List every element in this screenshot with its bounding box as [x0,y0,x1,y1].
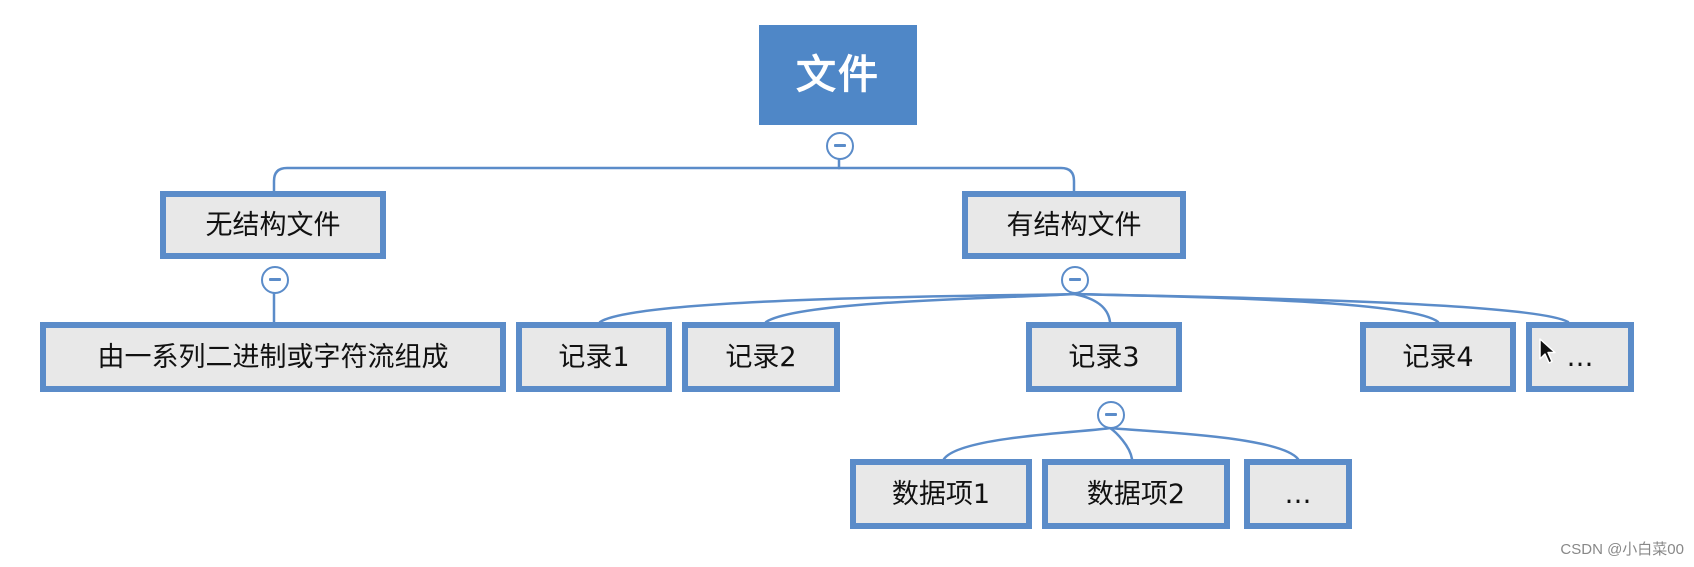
node-unstructured-file[interactable]: 无结构文件 [160,191,386,259]
node-root[interactable]: 文件 [759,25,917,125]
node-data-item-2[interactable]: 数据项2 [1042,459,1230,529]
node-unstructured-file-label: 无结构文件 [205,209,341,241]
node-record-1-label: 记录1 [558,341,630,373]
edge-structured-record3 [1072,292,1112,324]
node-structured-file-label: 有结构文件 [1006,209,1142,241]
edge-record3-item1 [942,426,1112,461]
collapse-minus-icon[interactable] [1061,266,1089,294]
collapse-minus-icon[interactable] [261,266,289,294]
node-data-item-more-label: … [1284,478,1312,510]
edge-root-structured [837,166,1076,193]
node-record-4[interactable]: 记录4 [1360,322,1516,392]
node-structured-file[interactable]: 有结构文件 [962,191,1186,259]
node-record-1[interactable]: 记录1 [516,322,672,392]
collapse-minus-icon[interactable] [1097,401,1125,429]
node-binary-stream-label: 由一系列二进制或字符流组成 [97,341,449,373]
node-record-2-label: 记录2 [725,341,797,373]
edge-structured-record5 [1072,292,1570,324]
collapse-minus-icon[interactable] [826,132,854,160]
edge-record3-item3 [1108,426,1300,461]
edge-root-unstructured [272,166,841,193]
node-record-3-label: 记录3 [1068,341,1140,373]
watermark: CSDN @小白菜00 [1560,541,1684,558]
node-data-item-1-label: 数据项1 [891,478,991,510]
node-data-item-2-label: 数据项2 [1086,478,1186,510]
node-record-3[interactable]: 记录3 [1026,322,1182,392]
edge-structured-record2 [764,292,1076,324]
node-record-4-label: 记录4 [1402,341,1474,373]
node-record-2[interactable]: 记录2 [682,322,840,392]
node-data-item-1[interactable]: 数据项1 [850,459,1032,529]
mouse-pointer-icon [1539,338,1556,364]
node-binary-stream[interactable]: 由一系列二进制或字符流组成 [40,322,506,392]
node-record-more[interactable]: … [1526,322,1634,392]
node-root-label: 文件 [796,52,880,98]
edge-record3-item2 [1108,426,1134,461]
node-record-more-label: … [1566,341,1594,373]
node-data-item-more[interactable]: … [1244,459,1352,529]
